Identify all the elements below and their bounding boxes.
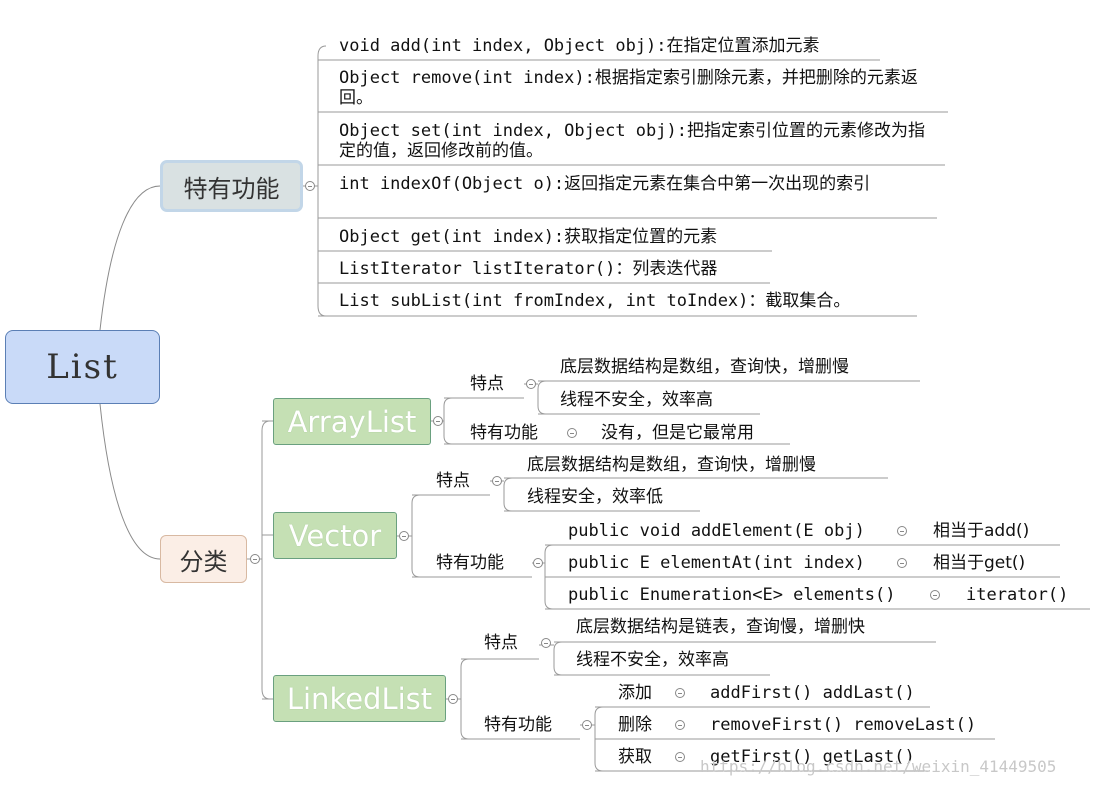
root-to-special-connector: [99, 185, 161, 331]
collapse-elementat-icon[interactable]: [897, 558, 907, 568]
vector-method-elements-eq[interactable]: iterator(): [966, 585, 1069, 605]
collapse-vector-feature-icon[interactable]: [533, 558, 543, 568]
special-item-indexof[interactable]: int indexOf(Object o):返回指定元素在集合中第一次出现的索引: [339, 174, 871, 194]
collapse-remove-icon[interactable]: [675, 720, 685, 730]
linkedlist-trait-label[interactable]: 特点: [484, 633, 518, 653]
special-item-add[interactable]: void add(int index, Object obj):在指定位置添加元…: [339, 36, 820, 56]
vector-trait-1[interactable]: 底层数据结构是数组，查询快，增删慢: [527, 455, 816, 475]
linkedlist-op-remove-label[interactable]: 删除: [618, 715, 652, 735]
vector-feature-label[interactable]: 特有功能: [436, 553, 504, 573]
collapse-special-icon[interactable]: [305, 181, 315, 191]
collapse-linkedlist-feature-icon[interactable]: [582, 720, 592, 730]
vector-method-addelement[interactable]: public void addElement(E obj): [568, 521, 865, 541]
vector-trait-label[interactable]: 特点: [436, 471, 470, 491]
collapse-vector-trait-icon[interactable]: [492, 476, 502, 486]
topic-classification[interactable]: 分类: [160, 535, 247, 583]
linkedlist-op-get-label[interactable]: 获取: [618, 747, 652, 767]
collapse-linkedlist-icon[interactable]: [448, 694, 458, 704]
collapse-arraylist-feature-icon[interactable]: [567, 428, 577, 438]
node-vector[interactable]: Vector: [273, 512, 397, 559]
linkedlist-trait-1[interactable]: 底层数据结构是链表，查询慢，增删快: [576, 617, 865, 637]
collapse-elements-icon[interactable]: [930, 590, 940, 600]
node-linkedlist[interactable]: LinkedList: [273, 675, 446, 722]
arraylist-feature-value[interactable]: 没有，但是它最常用: [601, 423, 754, 443]
collapse-classify-icon[interactable]: [250, 554, 260, 564]
arraylist-trait-label[interactable]: 特点: [470, 374, 504, 394]
collapse-linkedlist-trait-icon[interactable]: [541, 638, 551, 648]
root-topic-list[interactable]: List: [5, 330, 160, 404]
collapse-arraylist-icon[interactable]: [433, 416, 443, 426]
linkedlist-op-add-label[interactable]: 添加: [618, 683, 652, 703]
special-item-remove[interactable]: Object remove(int index):根据指定索引删除元素，并把删除…: [339, 68, 918, 108]
special-item-listiterator[interactable]: ListIterator listIterator()：列表迭代器: [339, 259, 718, 279]
linkedlist-feature-label[interactable]: 特有功能: [484, 715, 552, 735]
linkedlist-op-get-methods[interactable]: getFirst() getLast(): [710, 747, 915, 767]
collapse-get-icon[interactable]: [675, 752, 685, 762]
linkedlist-op-remove-methods[interactable]: removeFirst() removeLast(): [710, 715, 977, 735]
vector-method-elementat[interactable]: public E elementAt(int index): [568, 553, 865, 573]
vector-method-elements[interactable]: public Enumeration<E> elements(): [568, 585, 896, 605]
vector-trait-2[interactable]: 线程安全，效率低: [527, 487, 663, 507]
special-item-sublist[interactable]: List subList(int fromIndex, int toIndex)…: [339, 291, 851, 311]
collapse-addelement-icon[interactable]: [897, 526, 907, 536]
special-bracket: [317, 45, 327, 317]
arraylist-trait-2[interactable]: 线程不安全，效率高: [560, 390, 713, 410]
collapse-vector-icon[interactable]: [399, 531, 409, 541]
collapse-arraylist-trait-icon[interactable]: [526, 379, 536, 389]
arraylist-feature-label[interactable]: 特有功能: [470, 423, 538, 443]
linkedlist-trait-2[interactable]: 线程不安全，效率高: [576, 650, 729, 670]
watermark: https://blog.csdn.net/weixin_41449505: [700, 757, 1057, 776]
vector-method-elementat-eq[interactable]: 相当于get(): [933, 553, 1026, 573]
special-item-set[interactable]: Object set(int index, Object obj):把指定索引位…: [339, 121, 925, 161]
linkedlist-op-add-methods[interactable]: addFirst() addLast(): [710, 683, 915, 703]
root-to-classify-connector: [99, 403, 161, 560]
vector-method-addelement-eq[interactable]: 相当于add(): [933, 521, 1030, 541]
collapse-add-icon[interactable]: [675, 688, 685, 698]
arraylist-trait-1[interactable]: 底层数据结构是数组，查询快，增删慢: [560, 357, 849, 377]
node-arraylist[interactable]: ArrayList: [273, 398, 431, 445]
special-item-get[interactable]: Object get(int index):获取指定位置的元素: [339, 227, 718, 247]
classify-bracket: [261, 420, 271, 700]
topic-special-functions[interactable]: 特有功能: [160, 160, 303, 212]
